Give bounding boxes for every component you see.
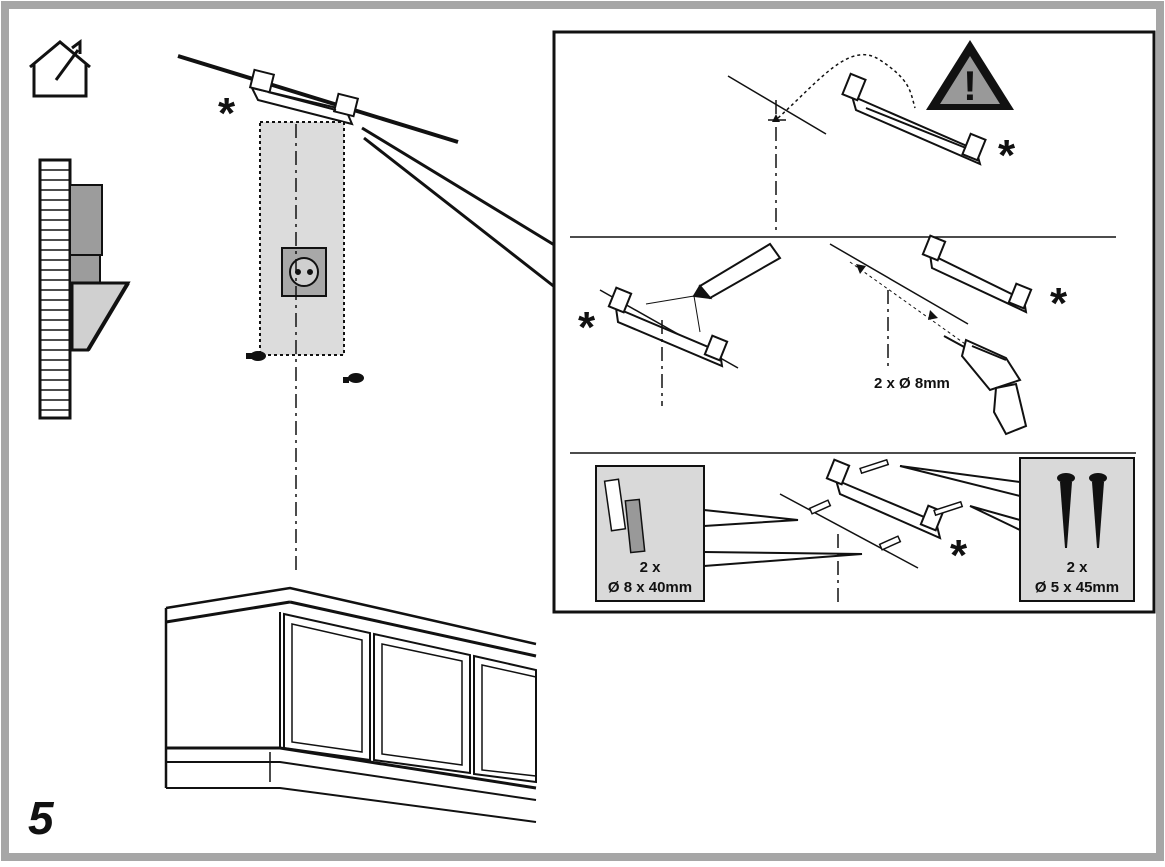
plugs-size-label: Ø 8 x 40mm	[608, 579, 692, 596]
panel2-bracket-left	[607, 286, 729, 368]
step-number: 5	[28, 792, 55, 844]
panel-fixing-parts: 2 x Ø 8 x 40mm *	[595, 457, 1135, 604]
panel1-bracket	[841, 72, 987, 166]
asterisk-panel2-left: *	[578, 303, 596, 352]
plugs-qty-label: 2 x	[640, 559, 662, 576]
wall-screw-left	[246, 351, 266, 361]
panel-marking-drilling: * * 2 x Ø 8mm	[578, 234, 1068, 436]
drill-icon	[943, 335, 1028, 436]
asterisk-panel1: *	[998, 131, 1016, 180]
screws-qty-label: 2 x	[1067, 559, 1089, 576]
zoom-callout-lines	[361, 126, 557, 290]
socket-icon	[281, 247, 327, 297]
top-bracket	[248, 68, 360, 126]
svg-text:!: !	[963, 62, 977, 109]
side-view-wall-hood	[38, 158, 131, 420]
wall-screw-right	[343, 373, 364, 383]
screw-box	[1019, 457, 1135, 602]
house-install-icon	[29, 39, 91, 98]
panel2-bracket-right	[921, 234, 1033, 314]
screw-icon	[1057, 473, 1107, 548]
screws-size-label: Ø 5 x 45mm	[1035, 579, 1119, 596]
warning-triangle-icon: !	[926, 40, 1014, 110]
asterisk-bracket-main: *	[218, 89, 236, 138]
wall-plug-icon	[603, 478, 646, 554]
drill-spec-label: 2 x Ø 8mm	[874, 375, 950, 392]
asterisk-panel2-right: *	[1050, 279, 1068, 328]
panel-level-marking: ! *	[727, 40, 1016, 235]
wall-mount-line	[177, 54, 459, 144]
pencil-icon	[692, 242, 782, 300]
kitchen-cabinets	[164, 586, 537, 823]
drill-zone	[259, 121, 345, 356]
asterisk-panel3: *	[950, 531, 968, 580]
